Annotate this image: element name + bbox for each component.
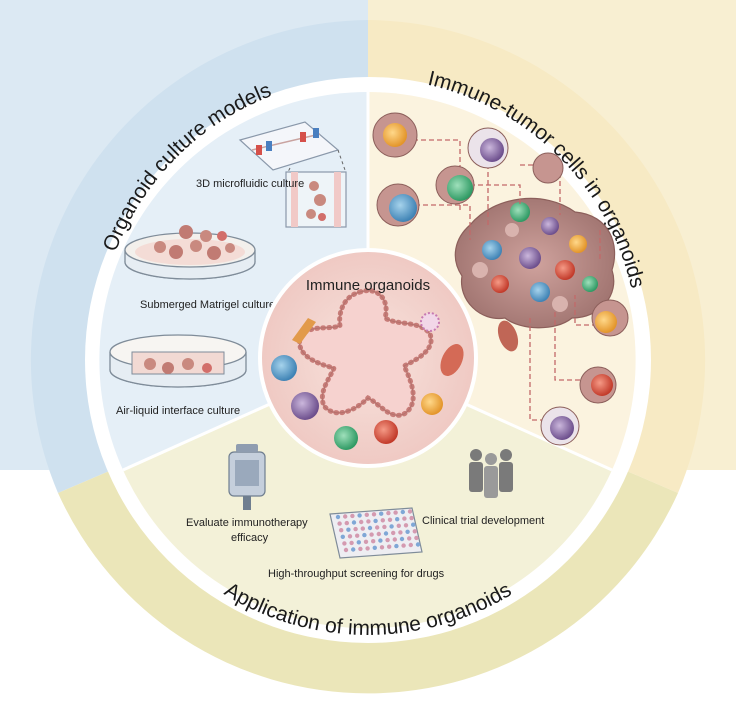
well-dot	[357, 513, 362, 518]
well-dot	[371, 512, 377, 517]
well-dot	[351, 547, 356, 552]
well-dot	[372, 545, 377, 550]
well-dot	[347, 534, 353, 539]
well-dot	[383, 531, 389, 536]
well-dot	[366, 519, 371, 524]
label-submerged: Submerged Matrigel culture	[140, 299, 275, 311]
cell-blue-center	[271, 355, 297, 381]
well-dot	[401, 543, 406, 548]
well-dot	[369, 532, 374, 537]
well-dot	[373, 518, 378, 524]
well-dot	[392, 537, 397, 542]
zoomed-cells	[372, 112, 629, 446]
well-dot	[396, 523, 401, 528]
well-dot	[362, 532, 367, 538]
well-dot	[364, 512, 369, 517]
well-dot	[393, 510, 398, 515]
well-dot	[379, 511, 384, 516]
well-dot	[363, 539, 369, 544]
center-immune-organoid: Immune organoids	[258, 248, 478, 468]
well-dot	[358, 546, 363, 552]
cell-red-center	[374, 420, 398, 444]
well-dot	[395, 517, 400, 522]
well-dot	[351, 520, 357, 525]
well-dot	[344, 520, 349, 526]
well-dot	[353, 526, 358, 532]
well-dot	[408, 542, 413, 548]
well-dot	[349, 540, 354, 546]
well-dot	[387, 544, 392, 549]
well-dot	[399, 536, 405, 542]
well-dot	[342, 541, 347, 546]
label-clinical: Clinical trial development	[422, 515, 544, 527]
well-dot	[376, 531, 381, 537]
well-dot	[340, 534, 345, 539]
well-dot	[343, 547, 349, 553]
well-dot	[385, 537, 390, 543]
label-immunotherapy-1: Evaluate immunotherapy	[186, 517, 308, 529]
well-dot	[409, 515, 414, 521]
well-dot	[375, 525, 380, 530]
cell-dendritic-center	[420, 312, 440, 332]
well-dot	[379, 545, 385, 550]
well-dot	[371, 539, 376, 544]
well-dot	[346, 527, 351, 532]
well-dot	[400, 509, 405, 515]
zoom-cell-5	[532, 152, 564, 184]
well-dot	[389, 524, 394, 529]
people-icon	[469, 449, 513, 498]
well-dot	[355, 533, 360, 538]
well-dot	[407, 536, 412, 541]
well-dot	[339, 528, 344, 533]
center-title: Immune organoids	[306, 277, 430, 294]
cell-purple-center	[291, 392, 319, 420]
microfluidic-chip-illustration	[238, 121, 347, 228]
tumor-fibroblast	[497, 320, 519, 352]
well-dot	[337, 521, 342, 526]
well-dot	[367, 525, 373, 531]
well-dot	[415, 542, 421, 547]
well-dot	[382, 524, 387, 530]
well-dot	[411, 522, 416, 527]
cell-green-center	[334, 426, 358, 450]
air-liquid-dish-illustration	[109, 334, 247, 388]
well-dot	[359, 519, 364, 525]
well-dot	[407, 509, 413, 514]
well-dot	[380, 518, 385, 523]
cell-orange-center	[421, 393, 443, 415]
well-dot	[403, 523, 409, 528]
well-dot	[405, 529, 410, 534]
well-dot	[387, 517, 393, 522]
well-dot	[350, 513, 355, 519]
well-dot	[356, 540, 361, 545]
well-dot	[343, 514, 348, 519]
well-dot	[398, 530, 403, 535]
well-dot	[402, 516, 407, 521]
well-dot	[391, 530, 396, 536]
cell-spindle-center	[292, 318, 316, 344]
well-plate-icon	[329, 507, 423, 559]
well-dot	[386, 510, 391, 516]
iv-bag-icon	[228, 444, 266, 510]
label-microfluidic: 3D microfluidic culture	[196, 178, 304, 190]
well-dot	[335, 514, 341, 520]
label-immunotherapy-2: efficacy	[231, 532, 269, 544]
inner-sector-application	[123, 360, 612, 629]
label-air-liquid: Air-liquid interface culture	[116, 405, 240, 417]
well-dot	[378, 538, 383, 543]
well-dot	[412, 529, 417, 534]
label-screening: High-throughput screening for drugs	[268, 568, 445, 580]
well-dot	[365, 546, 370, 551]
well-dot	[394, 543, 399, 549]
submerged-dish-illustration	[124, 225, 256, 280]
cell-fibroblast-center	[440, 344, 464, 376]
well-dot	[360, 526, 365, 531]
well-dot	[414, 535, 419, 541]
